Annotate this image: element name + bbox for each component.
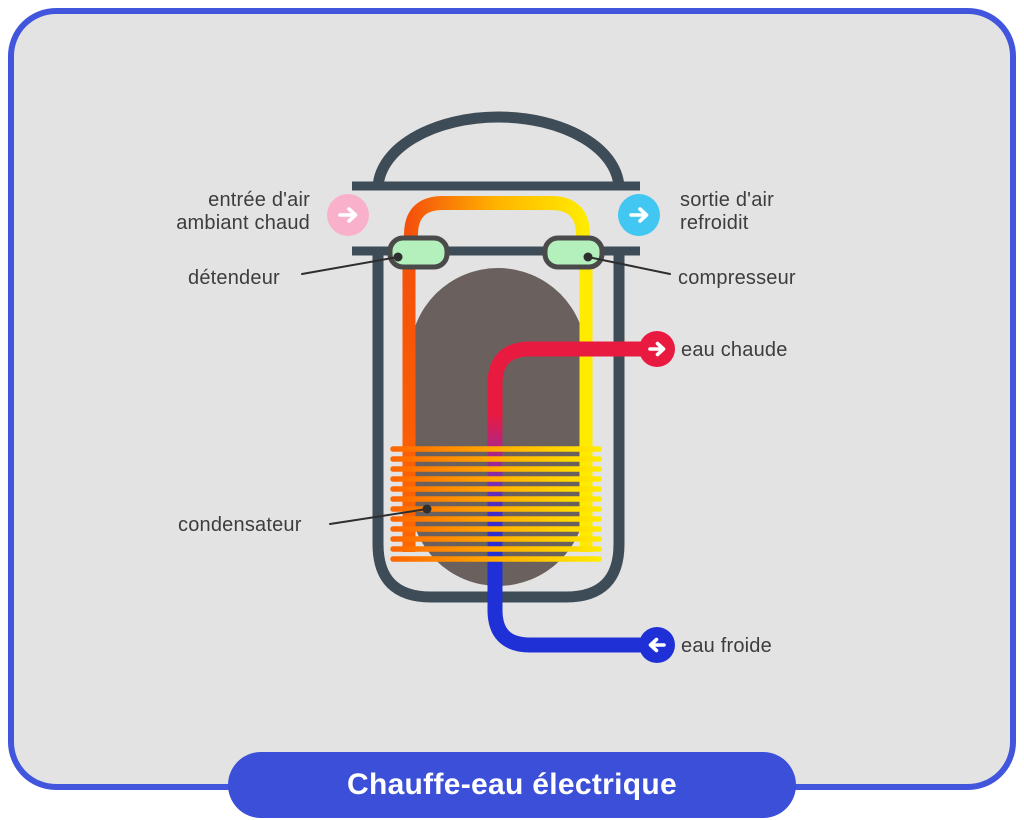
label-air-inlet-line2: ambiant chaud [176, 212, 310, 234]
page-title: Chauffe-eau électrique [346, 768, 677, 801]
air-outlet-port [618, 194, 660, 236]
condenser-coil [390, 446, 602, 562]
expansion-valve-box [387, 235, 450, 270]
air-inlet-port [327, 194, 369, 236]
compressor-box [542, 235, 605, 270]
label-air-inlet-line1: entrée d'air [208, 189, 310, 211]
arrow-left-icon [648, 637, 666, 653]
tank-dome [372, 111, 625, 190]
refrigerant-top-pipe [404, 196, 590, 248]
label-compressor: compresseur [678, 267, 796, 289]
hot-water-port [639, 331, 675, 367]
label-hot-water: eau chaude [681, 339, 788, 361]
label-air-outlet-line1: sortie d'air [680, 189, 774, 211]
pointer-lines [301, 252, 671, 525]
cold-water-port [639, 627, 675, 663]
label-air-outlet-line2: refroidit [680, 212, 749, 234]
title-banner: Chauffe-eau électrique [228, 752, 796, 818]
label-condenser: condensateur [178, 514, 302, 536]
arrow-right-icon [338, 207, 358, 223]
arrow-right-icon [629, 207, 649, 223]
arrow-right-icon [648, 341, 666, 357]
label-expansion-valve: détendeur [188, 267, 280, 289]
label-cold-water: eau froide [681, 635, 772, 657]
